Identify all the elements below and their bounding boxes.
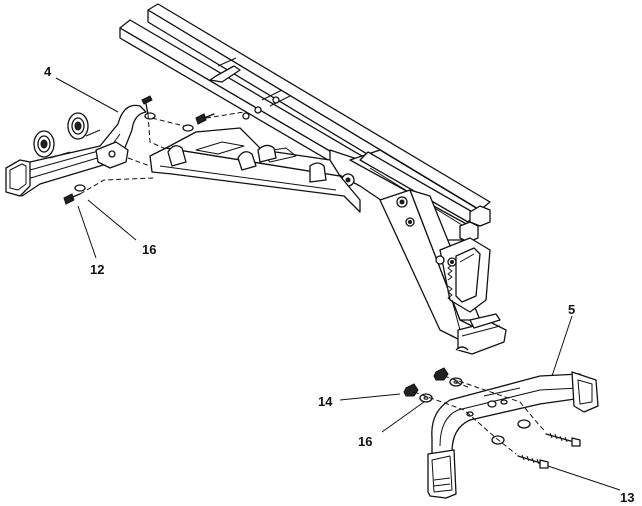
callout-12: 12 (90, 262, 104, 277)
rear-stabilizer-4 (6, 105, 146, 196)
front-stabilizer-5 (428, 372, 598, 498)
bolt-13 (518, 455, 548, 468)
callout-leaders (56, 78, 620, 490)
callout-4: 4 (44, 64, 52, 79)
callout-16-front: 16 (358, 434, 372, 449)
callout-13: 13 (620, 490, 634, 505)
callout-5: 5 (568, 302, 575, 317)
bench-main-frame (120, 4, 506, 354)
wheel-left (34, 131, 54, 157)
wheel-right (68, 113, 88, 139)
bolt-upper (546, 433, 580, 446)
callout-16-rear: 16 (142, 242, 156, 257)
callout-14: 14 (318, 394, 333, 409)
